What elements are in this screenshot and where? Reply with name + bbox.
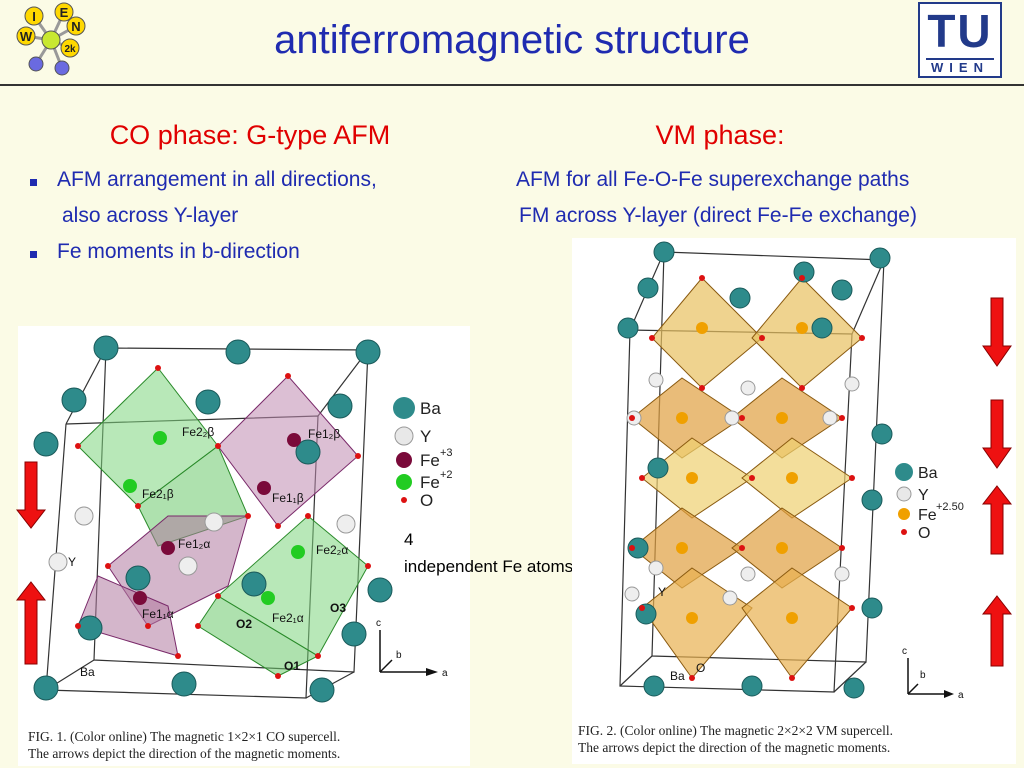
tu-wien-logo: TU WIEN xyxy=(918,2,1002,78)
axis-b: b xyxy=(920,670,926,681)
co-moment-arrows xyxy=(15,461,47,665)
wien2k-logo: I E W N 2k xyxy=(16,2,86,76)
bullet-text: Fe moments in b-direction xyxy=(57,240,300,263)
logo-wien-text: WIEN xyxy=(931,60,989,75)
label-fe2-1b: Fe2₁β xyxy=(142,487,174,501)
legend-y-swatch xyxy=(896,486,912,502)
logo-letter: I xyxy=(32,9,36,24)
figure-co-supercell: Fe2₂β Fe1₂β Fe2₁β Fe1₁β Fe1₂α Fe2₂α Fe1₁… xyxy=(18,326,470,766)
logo-tu-text: TU xyxy=(927,5,993,57)
axis-a: a xyxy=(958,690,964,701)
vm-crystal-structure: Y Ba O c b a Ba Y Fe +2.50 O xyxy=(617,241,964,701)
label-o1: O1 xyxy=(284,659,300,673)
legend-ba-swatch xyxy=(393,397,415,419)
legend-fe3: Fe xyxy=(420,451,440,470)
legend-fe-swatch xyxy=(898,508,910,520)
legend-fe-sup: +2.50 xyxy=(936,501,964,513)
figure-vm-supercell: Y Ba O c b a Ba Y Fe +2.50 O FIG. 2. (Co… xyxy=(572,238,1016,764)
arrow-down-icon xyxy=(982,399,1012,469)
fe-atoms-note: independent Fe atoms xyxy=(404,557,574,576)
label-fe2-1a: Fe2₁α xyxy=(272,611,304,625)
legend-ba: Ba xyxy=(420,399,441,418)
label-fe1-2a: Fe1₂α xyxy=(178,537,210,551)
axis-c: c xyxy=(902,646,907,657)
label-y: Y xyxy=(68,555,76,569)
label-fe1-1b: Fe1₁β xyxy=(272,491,304,505)
legend-fe2: Fe xyxy=(420,473,440,492)
bullet-marker xyxy=(30,179,37,186)
legend-fe3-swatch xyxy=(396,452,412,468)
arrow-up-icon xyxy=(981,485,1013,555)
logo-letter: N xyxy=(71,19,80,34)
count-co: 4 xyxy=(404,530,414,549)
arrow-up-icon xyxy=(981,595,1013,667)
figure1-caption-line1: FIG. 1. (Color online) The magnetic 1×2×… xyxy=(28,729,341,744)
bullet-marker xyxy=(30,251,37,258)
legend-y: Y xyxy=(918,487,929,504)
legend-y: Y xyxy=(420,427,431,446)
label-fe1-1a: Fe1₁α xyxy=(142,607,174,621)
logo-letter: E xyxy=(60,5,69,20)
arrow-up-icon xyxy=(15,581,47,665)
legend-o-swatch xyxy=(901,529,907,535)
axis-b: b xyxy=(396,650,402,661)
bullet-text-continued: also across Y-layer xyxy=(62,204,239,227)
label-ba: Ba xyxy=(80,665,95,679)
legend-fe2-swatch xyxy=(396,474,412,490)
vm-line: FM across Y-layer (direct Fe-Fe exchange… xyxy=(519,204,917,227)
vm-moment-arrows xyxy=(981,297,1013,667)
legend-o: O xyxy=(918,525,930,542)
legend-o: O xyxy=(420,491,433,510)
axis-a: a xyxy=(442,668,448,679)
legend-fe2-sup: +2 xyxy=(440,469,453,481)
legend-y-swatch xyxy=(394,426,414,446)
label-ba: Ba xyxy=(670,669,685,683)
figure2-caption-line1: FIG. 2. (Color online) The magnetic 2×2×… xyxy=(578,723,894,738)
title-divider xyxy=(0,84,1024,86)
label-o3: O3 xyxy=(330,601,346,615)
co-phase-heading: CO phase: G-type AFM xyxy=(109,120,391,150)
legend-fe: Fe xyxy=(918,507,937,524)
co-crystal-structure: Fe2₂β Fe1₂β Fe2₁β Fe1₁β Fe1₂α Fe2₂α Fe1₁… xyxy=(33,335,453,703)
vm-line: AFM for all Fe-O-Fe superexchange paths xyxy=(516,168,910,191)
label-fe1-2b: Fe1₂β xyxy=(308,427,340,441)
legend-ba-swatch xyxy=(895,463,913,481)
figure1-caption-line2: The arrows depict the direction of the m… xyxy=(28,746,341,761)
slide-title: antiferromagnetic structure xyxy=(274,18,750,62)
label-o2: O2 xyxy=(236,617,252,631)
label-fe2-2a: Fe2₂α xyxy=(316,543,348,557)
axis-c: c xyxy=(376,618,381,629)
arrow-down-icon xyxy=(15,461,47,529)
label-fe2-2b: Fe2₂β xyxy=(182,425,214,439)
figure2-caption-line2: The arrows depict the direction of the m… xyxy=(578,740,891,755)
vm-phase-heading: VM phase: xyxy=(655,120,785,150)
legend-o-swatch xyxy=(401,497,407,503)
bullet-text: AFM arrangement in all directions, xyxy=(57,168,377,191)
label-o: O xyxy=(696,661,705,675)
label-y: Y xyxy=(658,585,666,599)
legend-ba: Ba xyxy=(918,465,938,482)
logo-letter: 2k xyxy=(64,44,76,55)
legend-fe3-sup: +3 xyxy=(440,447,453,459)
arrow-down-icon xyxy=(982,297,1012,367)
logo-letter: W xyxy=(20,29,33,44)
